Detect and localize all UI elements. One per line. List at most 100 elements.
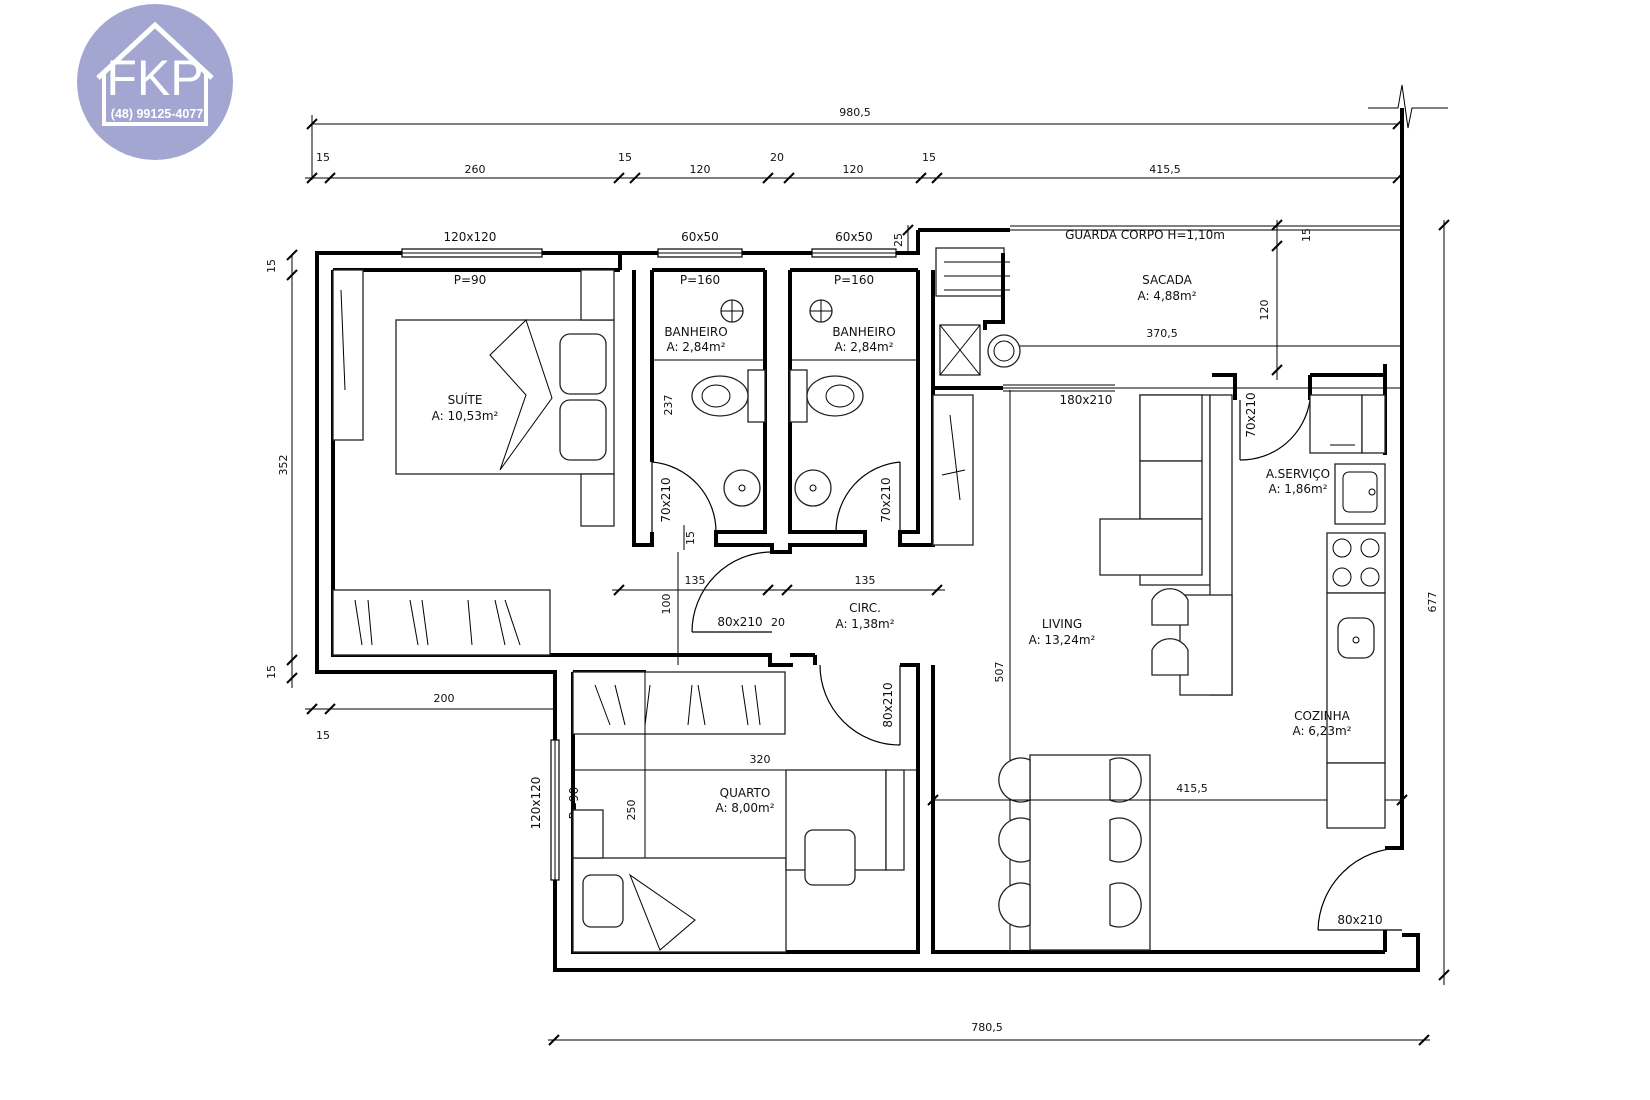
servico-name: A.SERVIÇO <box>1266 467 1330 481</box>
banheiro1-area-label: A: 2,84m² <box>666 340 725 354</box>
closet-icon <box>932 394 974 546</box>
window-ban1-label: 60x50 <box>681 230 719 244</box>
logo-phone: (48) 99125-4077 <box>111 107 203 121</box>
door-entrada-label: 80x210 <box>1337 913 1382 927</box>
suite-area-label: A: 10,53m² <box>432 409 499 423</box>
dim-circ-135b: 135 <box>855 574 876 587</box>
window-quarto-label: 120x120 <box>529 777 543 830</box>
door-circ-label: 80x210 <box>717 615 762 629</box>
circ-name: CIRC. <box>849 601 881 615</box>
suite-wardrobe-side <box>332 269 364 441</box>
dim-top-415: 415,5 <box>1149 163 1181 176</box>
dim-circ-135a: 135 <box>685 574 706 587</box>
window-suite-label: 120x120 <box>444 230 497 244</box>
doors: 70x210 15 70x210 80x210 80x210 70x210 18… <box>651 384 1403 931</box>
door-quarto-label: 80x210 <box>881 682 895 727</box>
dim-sacada-25: 25 <box>892 233 905 247</box>
dim-circ-20: 20 <box>771 616 785 629</box>
sofa-chaise-icon <box>1099 518 1203 576</box>
suite-name: SUÍTE <box>448 392 483 407</box>
p-suite-label: P=90 <box>454 273 487 287</box>
fridge-icon <box>1326 762 1386 829</box>
circ-area-label: A: 1,38m² <box>835 617 894 631</box>
fkp-logo: FKP (48) 99125-4077 <box>77 4 233 160</box>
dim-left-15b: 15 <box>265 665 278 679</box>
quarto-room: 320 250 QUARTO A: 8,00m² <box>572 671 918 953</box>
dim-15-bottom: 15 <box>316 729 330 742</box>
dim-circ-100: 100 <box>660 594 673 615</box>
toilet-icon <box>691 375 749 417</box>
dim-top-15a: 15 <box>316 151 330 164</box>
dim-ban-15: 15 <box>684 531 697 545</box>
dim-quarto-250: 250 <box>625 800 638 821</box>
sacada-area: 15 120 25 370,5 GUARDA CORPO H=1,10m SAC… <box>892 219 1402 389</box>
circ-room: 135 135 20 100 CIRC. A: 1,38m² <box>612 394 974 665</box>
dim-sacada-370: 370,5 <box>1146 327 1178 340</box>
dim-living-415: 415,5 <box>1176 782 1208 795</box>
dim-bottom-total: 780,5 <box>971 1021 1003 1034</box>
sink-icon <box>794 469 832 507</box>
quarto-area-label: A: 8,00m² <box>715 801 774 815</box>
living-name: LIVING <box>1042 617 1082 631</box>
cozinha-area-label: A: 6,23m² <box>1292 724 1351 738</box>
toilet-tank-icon <box>747 369 766 423</box>
door-living-label: 180x210 <box>1060 393 1113 407</box>
dim-sacada-15: 15 <box>1300 228 1313 242</box>
dim-top-120b: 120 <box>843 163 864 176</box>
cozinha-name: COZINHA <box>1294 709 1351 723</box>
servico-area-label: A: 1,86m² <box>1268 482 1327 496</box>
washing-machine-icon <box>987 334 1021 368</box>
dim-quarto-320: 320 <box>750 753 771 766</box>
door-servico-label: 70x210 <box>1244 392 1258 437</box>
pillow-icon <box>559 399 607 461</box>
windows: 120x120 60x50 60x50 120x120 P=90 P=160 P… <box>401 230 897 881</box>
kitchen-sink-icon <box>1337 617 1375 659</box>
dim-living-507: 507 <box>993 662 1006 683</box>
suite-wardrobe <box>332 589 551 656</box>
service-kitchen: A.SERVIÇO A: 1,86m² COZINHA A: 6,23m² <box>1266 394 1386 829</box>
dim-top-15c: 15 <box>922 151 936 164</box>
pillow-icon <box>559 333 607 395</box>
dim-left-352: 352 <box>277 455 290 476</box>
washer-icon <box>1309 394 1363 454</box>
toilet-tank-icon <box>789 369 808 423</box>
suite-room: SUÍTE A: 10,53m² <box>332 269 615 656</box>
banheiro2-name: BANHEIRO <box>832 325 895 339</box>
dim-right-677: 677 <box>1426 592 1439 613</box>
dim-top-260: 260 <box>465 163 486 176</box>
dim-top-20: 20 <box>770 151 784 164</box>
bathroom-1: BANHEIRO A: 2,84m² 237 <box>652 299 766 507</box>
sacada-name: SACADA <box>1142 273 1192 287</box>
pillow-icon <box>582 874 624 928</box>
nightstand-icon <box>580 269 615 321</box>
dim-top-15b: 15 <box>618 151 632 164</box>
p-ban1-label: P=160 <box>680 273 720 287</box>
living-area-label: A: 13,24m² <box>1029 633 1096 647</box>
window-ban2-label: 60x50 <box>835 230 873 244</box>
shelf-icon <box>885 769 905 871</box>
quarto-name: QUARTO <box>720 786 771 800</box>
bar-stool-icon <box>1151 588 1189 676</box>
guarda-corpo-label: GUARDA CORPO H=1,10m <box>1065 228 1225 242</box>
door-ban2-label: 70x210 <box>879 477 893 522</box>
p-ban2-label: P=160 <box>834 273 874 287</box>
chair-icon <box>804 829 856 886</box>
dim-200: 200 <box>434 692 455 705</box>
living-room: 507 415,5 LIVING A: 13,24m² <box>927 390 1408 951</box>
nightstand-icon <box>572 809 604 859</box>
banheiro2-area-label: A: 2,84m² <box>834 340 893 354</box>
sink-icon <box>723 469 761 507</box>
dim-top-120a: 120 <box>690 163 711 176</box>
dim-sacada-120: 120 <box>1258 300 1271 321</box>
walls <box>315 108 1420 972</box>
bathroom-2: BANHEIRO A: 2,84m² <box>789 299 918 507</box>
dining-chair-icon <box>998 757 1142 928</box>
sacada-area-label: A: 4,88m² <box>1137 289 1196 303</box>
banheiro1-name: BANHEIRO <box>664 325 727 339</box>
dim-total-top: 980,5 <box>839 106 871 119</box>
dim-left-15a: 15 <box>265 259 278 273</box>
nightstand-icon <box>580 473 615 527</box>
door-ban1-label: 70x210 <box>659 477 673 522</box>
dim-ban-237: 237 <box>662 395 675 416</box>
